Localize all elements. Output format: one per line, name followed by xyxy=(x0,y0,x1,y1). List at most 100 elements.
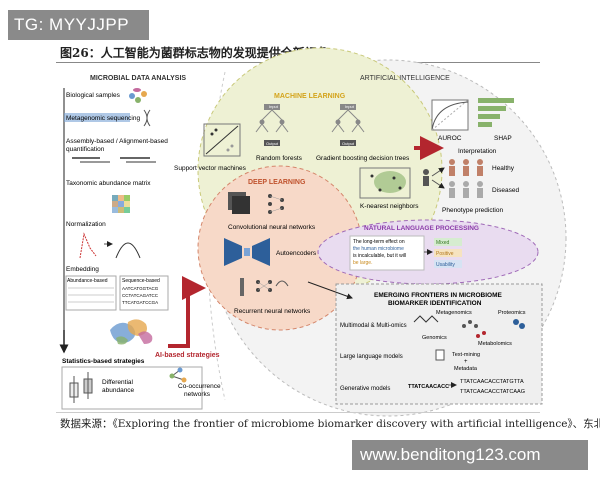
cnn-icon xyxy=(228,192,284,214)
right-header: ARTIFICIAL INTELLIGENCE xyxy=(360,75,450,82)
nlp-label-positive: Positive xyxy=(436,251,454,257)
cooccurrence-1: Co-occurrence xyxy=(178,383,221,390)
knn-plot xyxy=(359,167,411,199)
ml-knn: K-nearest neighbors xyxy=(360,203,419,210)
boxplot-icon xyxy=(69,372,93,403)
ai-strategies-arrow xyxy=(168,276,206,348)
sequence-row-3: TTCATGATCCGA xyxy=(122,300,158,305)
nlp-text-1: The long-term effect on xyxy=(353,239,405,245)
auroc-label: AUROC xyxy=(438,135,462,142)
ml-svm: Support vector machines xyxy=(174,165,247,172)
rf-input: Input xyxy=(269,104,279,109)
nlp-text-3: is incalculable, but it will xyxy=(353,253,406,259)
step-biological-samples: Biological samples xyxy=(66,92,121,99)
emerging-frontiers-box xyxy=(335,283,543,405)
source-divider xyxy=(56,412,540,413)
bacteria-icon xyxy=(129,88,147,103)
nlp-text-box xyxy=(349,235,425,271)
people-icons xyxy=(449,159,483,198)
emerging-genomics: Genomics xyxy=(422,335,447,341)
sequence-table xyxy=(119,275,169,311)
interpretation-label: Interpretation xyxy=(458,148,497,155)
autoencoder-icon xyxy=(224,238,270,266)
dl-to-emerging-arrow xyxy=(307,281,353,300)
emerging-seq-out-1: TTATCAACACCTATGTTA xyxy=(460,379,524,385)
emerging-multimodal: Multimodal & Multi-omics xyxy=(340,323,407,329)
sequence-row-2: CCTATCAGATCC xyxy=(122,293,159,298)
nlp-title: NATURAL LANGUAGE PROCESSING xyxy=(364,225,479,232)
healthy-label: Healthy xyxy=(492,165,515,172)
gb-output: Output xyxy=(342,141,355,146)
differential-abundance-2: abundance xyxy=(102,387,135,394)
nlp-text-4: be large. xyxy=(353,260,372,266)
watermark-bottom: www.benditong123.com xyxy=(352,440,588,470)
statistics-strategies-label: Statistics-based strategies xyxy=(62,358,145,365)
step-assembly-1: Assembly-based / Alignment-based xyxy=(66,138,168,145)
emerging-plus: + xyxy=(464,359,468,365)
person-decision-icon xyxy=(423,167,445,189)
step-assembly-2: quantification xyxy=(66,146,105,153)
dl-title: DEEP LEARNING xyxy=(248,179,306,186)
step-normalization: Normalization xyxy=(66,221,106,228)
abundance-label: Abundance-based xyxy=(67,278,108,284)
gb-input: Input xyxy=(345,104,355,109)
rnn-icon xyxy=(240,278,289,296)
text-doc-icon xyxy=(435,349,445,361)
random-forest-trees xyxy=(255,104,289,146)
step-embedding: Embedding xyxy=(66,266,99,273)
cooccurrence-2: networks xyxy=(184,391,211,398)
emerging-title-2: BIOMARKER IDENTIFICATION xyxy=(388,300,482,307)
sequence-row-1: AATCATGGTACG xyxy=(122,286,159,291)
rf-output: Output xyxy=(266,141,279,146)
emerging-llm: Large language models xyxy=(340,354,403,360)
figure-source: 数据来源：《Exploring the frontier of microbio… xyxy=(60,418,600,430)
emerging-textmining: Text-mining xyxy=(452,352,480,358)
phenotype-label: Phenotype prediction xyxy=(442,207,503,214)
diseased-label: Diseased xyxy=(492,187,519,194)
ai-strategies-label: AI-based strategies xyxy=(155,352,220,359)
network-icon xyxy=(169,367,187,383)
differential-abundance-1: Differential xyxy=(102,379,134,386)
emerging-metadata: Metadata xyxy=(454,366,478,372)
nlp-label-usability-bg xyxy=(434,260,462,268)
dl-cnn: Convolutional neural networks xyxy=(228,224,316,231)
heatmap-icon xyxy=(112,195,130,213)
shap-bars xyxy=(478,98,514,127)
abundance-table xyxy=(65,275,117,311)
figure-title: 图26：人工智能为菌群标志物的发现提供全新视角 xyxy=(60,46,329,60)
nlp-label-positive-bg xyxy=(434,249,462,257)
distribution-icon xyxy=(79,232,141,259)
emerging-title-1: EMERGING FRONTIERS IN MICROBIOME xyxy=(374,292,503,299)
dl-rnn: Recurrent neural networks xyxy=(234,308,311,315)
nlp-text-2: the human microbiome xyxy=(353,246,404,252)
sequence-label: Sequence-based xyxy=(122,278,160,284)
watermark-top: TG: MYYJJPP xyxy=(8,10,149,40)
abundance-rows xyxy=(68,287,114,303)
dl-autoencoders: Autoencoders xyxy=(276,250,317,257)
gradient-boosting-trees xyxy=(331,104,365,146)
svm-plot xyxy=(203,123,241,157)
step-metagenomic-sequencing: Metagenomic sequencing xyxy=(66,115,140,122)
emerging-metagenomics: Metagenomics xyxy=(436,310,472,316)
embedding-blobs xyxy=(110,319,153,345)
emerging-proteomics: Proteomics xyxy=(498,310,526,316)
ml-title: MACHINE LEARNING xyxy=(274,93,346,100)
meta-highlight xyxy=(64,113,130,122)
nlp-label-mixed-bg xyxy=(434,238,462,246)
nlp-label-mixed: Mixed xyxy=(436,240,450,246)
emerging-seq-in: TTATCAACACC xyxy=(408,384,449,390)
emerging-metabolomics: Metabolomics xyxy=(478,341,512,347)
alignment-icon xyxy=(72,157,156,163)
shap-label: SHAP xyxy=(494,135,512,142)
left-header: MICROBIAL DATA ANALYSIS xyxy=(90,75,186,82)
ml-gradient-boosting: Gradient boosting decision trees xyxy=(316,155,410,162)
emerging-generative: Generative models xyxy=(340,386,390,392)
ml-random-forests: Random forests xyxy=(256,155,303,162)
nlp-label-usability: Usability xyxy=(436,262,455,268)
omics-icons xyxy=(413,315,525,338)
dna-icon xyxy=(143,109,151,127)
emerging-seq-out-2: TTATCAACACCTATCAAG xyxy=(460,389,525,395)
step-taxonomic-matrix: Taxonomic abundance matrix xyxy=(66,180,151,187)
auroc-plot xyxy=(431,99,469,131)
